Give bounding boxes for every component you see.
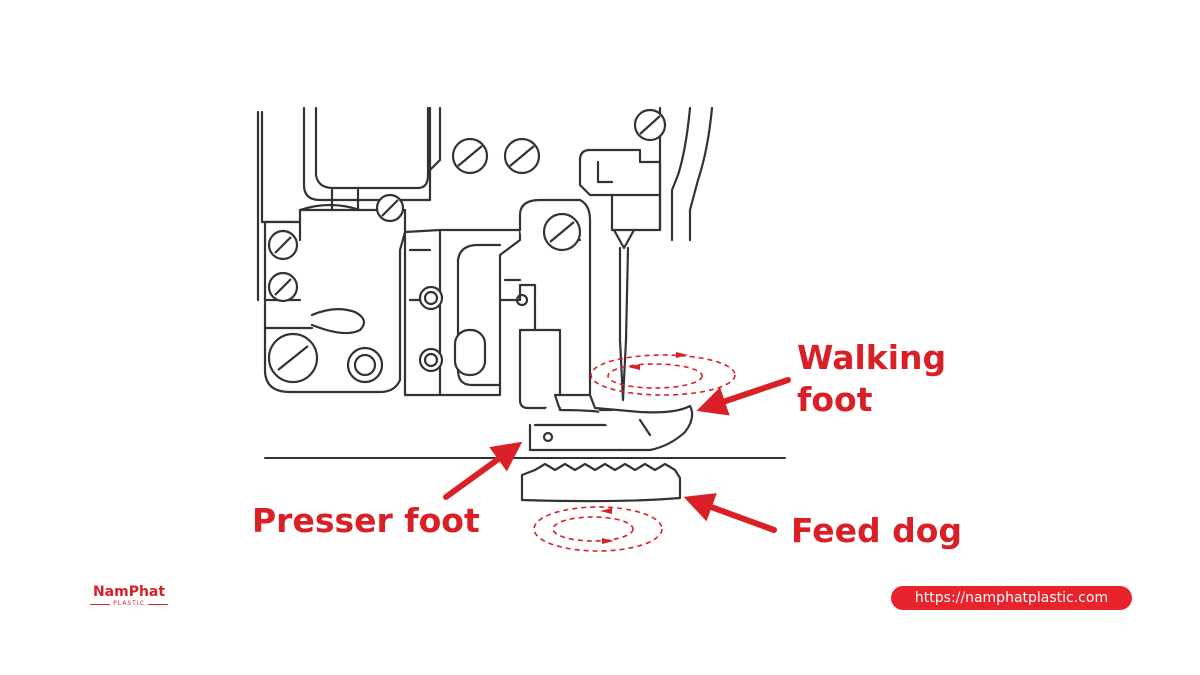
website-url-badge[interactable]: https://namphatplastic.com — [891, 586, 1132, 610]
screw-icon — [267, 108, 667, 384]
brand-tagline-row: PLASTIC — [84, 600, 174, 608]
walking-foot-label-line2: foot — [797, 380, 873, 419]
feed-dog-label: Feed dog — [791, 511, 962, 550]
motion-loop-icon — [533, 354, 736, 552]
walking-foot-label: Walking foot — [797, 337, 946, 421]
brand-logo: NamPhat PLASTIC — [84, 584, 174, 608]
arrow-icon — [443, 377, 791, 533]
motion-arrow-icon — [600, 352, 688, 544]
brand-name: NamPhat — [92, 584, 166, 600]
tagline-rule — [90, 603, 111, 605]
walking-foot-label-line1: Walking — [797, 338, 947, 377]
tagline-rule — [147, 603, 168, 605]
brand-tagline: PLASTIC — [113, 600, 145, 607]
presser-foot-label: Presser foot — [252, 501, 480, 540]
